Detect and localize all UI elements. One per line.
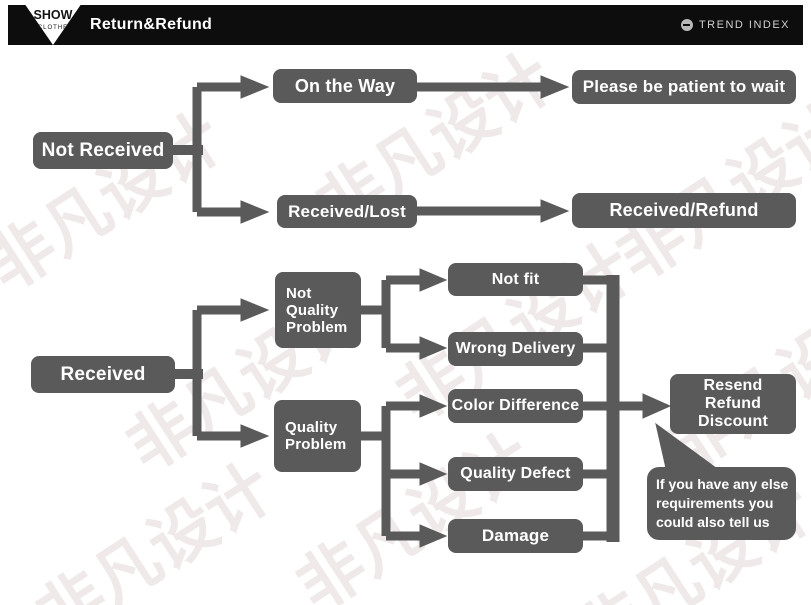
note-line: requirements you (656, 495, 774, 511)
node-line: Quality (286, 301, 339, 319)
node-quality-defect: Quality Defect (448, 457, 583, 491)
node-color-difference: Color Difference (448, 389, 583, 423)
node-please-be-patient: Please be patient to wait (572, 70, 796, 104)
trend-index-badge: TREND INDEX (680, 5, 790, 45)
node-line: Not (286, 284, 312, 302)
node-line: Discount (697, 413, 769, 430)
node-received-refund: Received/Refund (572, 193, 796, 228)
trend-index-label: TREND INDEX (698, 19, 790, 31)
show-clothe-logo: SHOW CLOTHE (22, 0, 84, 45)
note-line: If you have any else (656, 476, 789, 492)
node-not-received: Not Received (33, 132, 173, 169)
node-resend-refund-discount: Resend Refund Discount (670, 374, 796, 434)
logo-text-clothe: CLOTHE (38, 25, 68, 31)
watermark-text: 非凡设计 (23, 448, 287, 605)
trend-index-icon (680, 19, 693, 31)
node-not-fit: Not fit (448, 263, 583, 296)
node-line: Problem (285, 436, 347, 453)
node-line: Resend (703, 377, 763, 394)
node-wrong-delivery: Wrong Delivery (448, 332, 583, 366)
logo-triangle-icon (22, 0, 84, 45)
page-title: Return&Refund (90, 16, 213, 33)
node-not-quality-problem: Not Quality Problem (275, 272, 361, 348)
node-damage: Damage (448, 519, 583, 553)
node-quality-problem: Quality Problem (274, 400, 361, 472)
speech-bubble-note: If you have any else requirements you co… (647, 467, 796, 540)
logo-text-show: SHOW (34, 8, 73, 22)
node-received: Received (31, 356, 175, 393)
watermark-text: 非凡设计 (595, 76, 811, 300)
watermark-text: 非凡设计 (0, 98, 237, 307)
node-line: Quality (285, 419, 338, 436)
header-bar: Return&Refund TREND INDEX (8, 5, 803, 45)
node-line: Refund (704, 395, 762, 412)
node-received-lost: Received/Lost (277, 195, 417, 228)
node-line: Problem (286, 318, 348, 336)
note-line: could also tell us (656, 514, 770, 530)
node-on-the-way: On the Way (273, 69, 417, 103)
